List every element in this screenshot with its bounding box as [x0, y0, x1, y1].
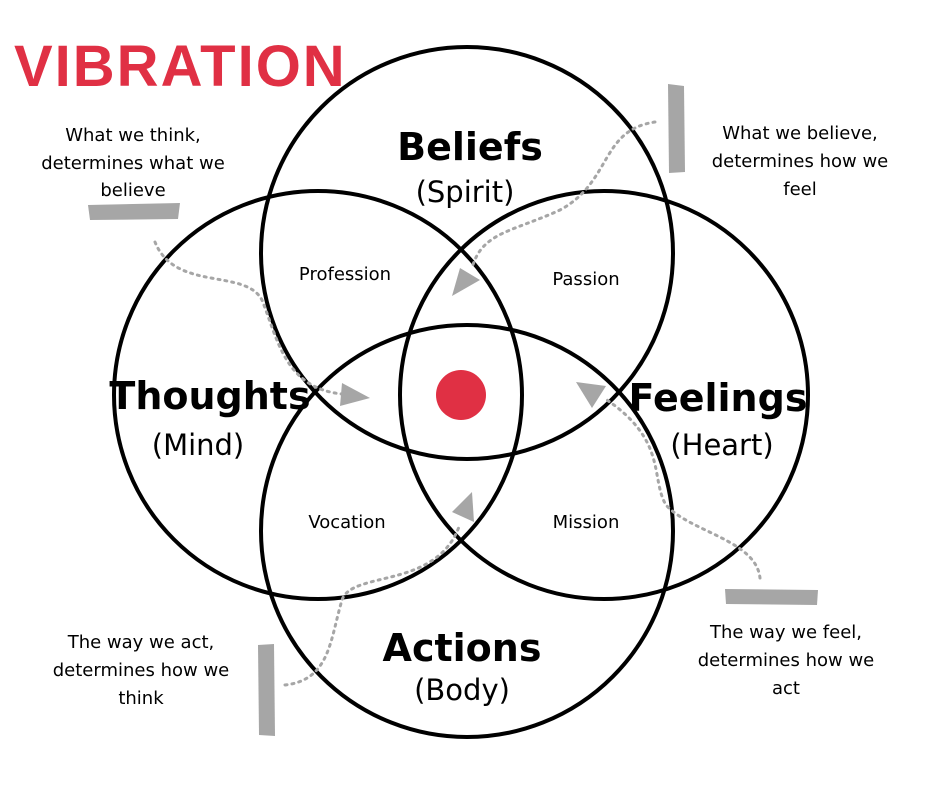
dotted-path-think	[153, 240, 344, 396]
title: VIBRATION	[14, 34, 347, 99]
note-line: determines how we	[712, 151, 889, 172]
note-line: feel	[783, 179, 817, 200]
note-line: The way we act,	[67, 632, 215, 653]
note-line: believe	[100, 180, 165, 201]
note-act: The way we act, determines how we think	[53, 632, 230, 709]
note-line: think	[118, 688, 164, 709]
arrow-icon	[340, 383, 370, 406]
note-line: determines how we	[53, 660, 230, 681]
label-spirit: (Spirit)	[416, 175, 515, 209]
dotted-path-believe	[470, 120, 657, 270]
label-mind: (Mind)	[152, 428, 245, 462]
label-vocation: Vocation	[308, 512, 385, 533]
arrow-icon	[452, 268, 480, 296]
note-think: What we think, determines what we believ…	[41, 125, 225, 201]
brush-mark-bottom-left	[258, 644, 275, 736]
circle-feelings	[398, 189, 810, 601]
brush-mark-top-right	[668, 84, 685, 173]
note-believe: What we believe, determines how we feel	[712, 123, 889, 200]
label-feelings: Feelings	[629, 376, 808, 420]
center-dot	[436, 370, 486, 420]
note-feel: The way we feel, determines how we act	[698, 622, 875, 699]
note-line: The way we feel,	[709, 622, 862, 643]
label-actions: Actions	[383, 626, 542, 670]
arrow-icon	[576, 382, 606, 408]
arrow-icon	[452, 492, 474, 522]
note-line: act	[772, 678, 800, 699]
circle-thoughts	[112, 189, 524, 601]
note-line: What we believe,	[722, 123, 878, 144]
circle-beliefs	[259, 45, 675, 461]
note-line: determines how we	[698, 650, 875, 671]
label-body: (Body)	[414, 673, 510, 707]
note-line: What we think,	[65, 125, 201, 146]
label-heart: (Heart)	[670, 428, 773, 462]
dotted-path-act	[283, 522, 462, 687]
dotted-path-feel	[602, 396, 762, 580]
label-mission: Mission	[553, 512, 620, 533]
label-profession: Profession	[299, 264, 391, 285]
label-thoughts: Thoughts	[109, 374, 310, 418]
circle-actions	[259, 323, 675, 739]
label-beliefs: Beliefs	[397, 125, 543, 169]
brush-mark-top-left	[88, 203, 180, 220]
note-line: determines what we	[41, 153, 225, 174]
label-passion: Passion	[552, 269, 619, 290]
brush-mark-bottom-right	[725, 589, 818, 605]
